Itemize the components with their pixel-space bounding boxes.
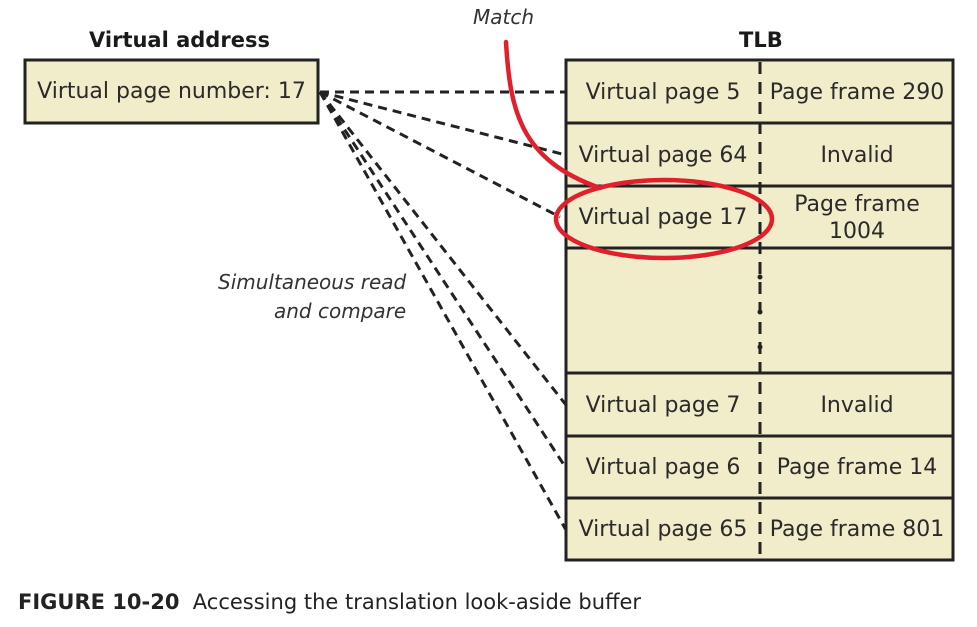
tlb-row-5-frame: Invalid <box>820 392 894 418</box>
compare-lines <box>318 90 568 531</box>
compare-label-line2: and compare <box>274 299 407 323</box>
tlb-header: TLB <box>739 28 783 52</box>
tlb-row-2-virtual: Virtual page 64 <box>578 142 748 168</box>
virtual-page-number: Virtual page number: 17 <box>37 79 306 104</box>
tlb-row-1-frame: Page frame 290 <box>769 80 945 105</box>
tlb-row-3-virtual: Virtual page 17 <box>578 205 748 230</box>
match-ellipse <box>553 177 775 261</box>
figure-number: FIGURE 10-20 <box>18 590 180 614</box>
tlb-row-7-frame: Page frame 801 <box>769 516 945 542</box>
tlb-row-7-virtual: Virtual page 65 <box>578 516 748 542</box>
match-label: Match <box>473 5 535 29</box>
tlb-row-6-frame: Page frame 14 <box>776 455 938 480</box>
tlb-row-5-virtual: Virtual page 7 <box>585 392 741 418</box>
figure-caption: FIGURE 10-20 Accessing the translation l… <box>18 590 641 614</box>
compare-label-line1: Simultaneous read <box>218 270 407 294</box>
tlb-row-3-frame: Page frame 1004 <box>794 191 920 244</box>
match-line <box>503 39 603 191</box>
tlb-row-2-frame: Invalid <box>820 142 894 168</box>
virtual-address-box <box>23 58 320 125</box>
tlb-row-6-virtual: Virtual page 6 <box>585 455 741 480</box>
figure-caption-text: Accessing the translation look-aside buf… <box>192 590 642 614</box>
tlb-row-1-virtual: Virtual page 5 <box>585 80 741 105</box>
ellipsis-dots <box>757 274 763 350</box>
virtual-address-header: Virtual address <box>89 28 270 52</box>
